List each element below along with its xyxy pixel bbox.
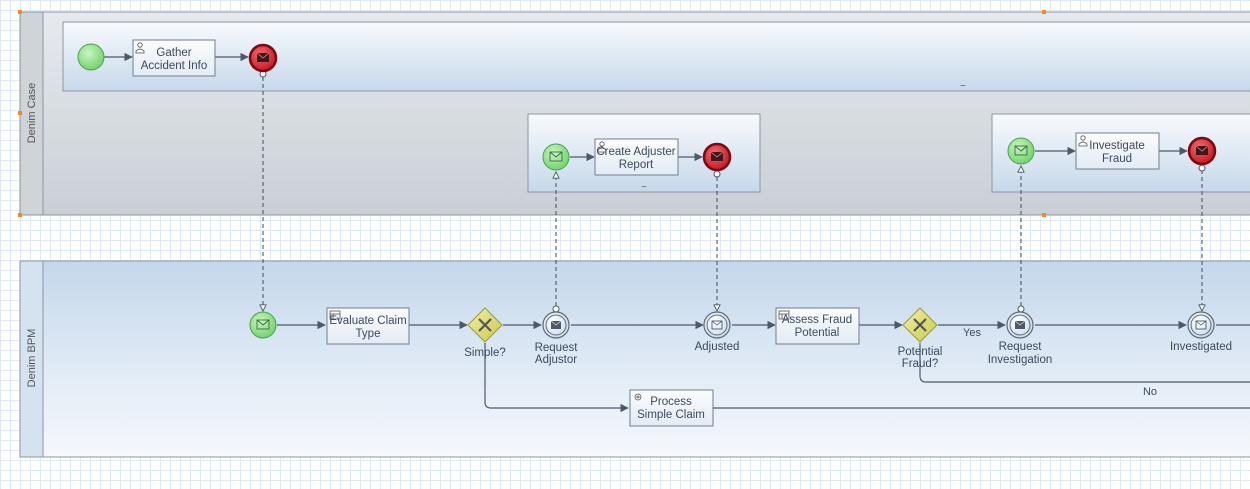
- task-label-line1: Investigate: [1089, 140, 1145, 152]
- event-label-line2: Adjustor: [535, 354, 577, 366]
- intermediate-event-investigated[interactable]: Investigated: [1170, 311, 1232, 353]
- start-event[interactable]: [77, 43, 105, 71]
- adhoc-marker: ~: [641, 182, 647, 193]
- intermediate-event-request-investigation[interactable]: Request Investigation: [988, 311, 1053, 366]
- envelope-icon: [256, 52, 270, 62]
- gateway-potential-fraud[interactable]: Potential Fraud?: [898, 307, 943, 370]
- task-assess-fraud-potential[interactable]: Assess Fraud Potential: [775, 307, 860, 345]
- selection-handles[interactable]: [18, 10, 1046, 217]
- gateway-label: Simple?: [464, 347, 506, 359]
- sequence-flows-bpm[interactable]: [277, 320, 1250, 413]
- task-label-line2: Simple Claim: [637, 409, 705, 421]
- gateway-simple[interactable]: Simple?: [464, 307, 506, 359]
- end-message-event-fraud[interactable]: [1187, 136, 1217, 166]
- adhoc-marker: ~: [960, 81, 966, 92]
- pool-label-case: Denim Case: [26, 83, 38, 144]
- task-label-line1: Process: [650, 396, 692, 408]
- task-label-line2: Accident Info: [141, 60, 207, 72]
- business-rule-icon: [329, 310, 341, 320]
- envelope-icon: [1014, 145, 1028, 156]
- event-label-line1: Request: [535, 342, 579, 354]
- business-rule-icon: [778, 310, 790, 320]
- task-investigate-fraud[interactable]: Investigate Fraud: [1075, 132, 1160, 170]
- envelope-icon: [710, 151, 724, 161]
- intermediate-event-request-adjustor[interactable]: Request Adjustor: [535, 311, 579, 366]
- envelope-icon: [550, 320, 562, 329]
- task-create-adjuster-report[interactable]: Create Adjuster Report: [594, 138, 679, 176]
- start-message-event-fraud[interactable]: [1007, 137, 1035, 165]
- envelope-icon: [549, 151, 563, 162]
- exclusive-x-icon: [913, 318, 927, 332]
- message-flows[interactable]: [263, 77, 1202, 311]
- task-label-line1: Create Adjuster: [596, 146, 675, 158]
- intermediate-event-adjusted[interactable]: Adjusted: [695, 311, 740, 353]
- user-task-icon: [597, 141, 607, 153]
- exclusive-x-icon: [478, 318, 492, 332]
- task-process-simple-claim[interactable]: Process Simple Claim: [629, 389, 714, 427]
- pool-label-bpm: Denim BPM: [26, 329, 38, 388]
- flow-label-no: No: [1143, 386, 1157, 398]
- gateway-label-line1: Potential: [898, 346, 943, 358]
- event-label-line2: Investigation: [988, 354, 1053, 366]
- user-task-icon: [135, 42, 145, 54]
- service-task-gear-icon: [634, 393, 642, 401]
- task-label-line2: Potential: [795, 327, 840, 339]
- task-label-line2: Fraud: [1102, 153, 1132, 165]
- task-gather-accident-info[interactable]: Gather Accident Info: [132, 39, 216, 77]
- envelope-icon: [256, 319, 270, 330]
- envelope-icon: [1195, 320, 1207, 330]
- task-label-line2: Report: [619, 159, 654, 171]
- envelope-icon: [1014, 320, 1026, 329]
- event-label: Investigated: [1170, 341, 1232, 353]
- end-message-event-adjuster[interactable]: [702, 142, 732, 172]
- task-label-line1: Evaluate Claim: [329, 315, 406, 327]
- envelope-icon: [1195, 145, 1209, 155]
- start-message-event-adjuster[interactable]: [542, 143, 570, 171]
- task-label-line1: Gather: [156, 47, 191, 59]
- task-evaluate-claim-type[interactable]: Evaluate Claim Type: [326, 307, 410, 345]
- flow-label-yes: Yes: [963, 327, 981, 339]
- task-label-line2: Type: [356, 328, 381, 340]
- envelope-icon: [711, 320, 723, 330]
- sequence-flows-case[interactable]: [104, 52, 1188, 162]
- task-label-line1: Assess Fraud: [782, 314, 852, 326]
- pool-denim-bpm[interactable]: Denim BPM: [19, 260, 1250, 458]
- gateway-label-line2: Fraud?: [902, 358, 938, 370]
- event-label: Adjusted: [695, 341, 740, 353]
- end-message-event[interactable]: [248, 43, 278, 73]
- event-label-line1: Request: [999, 341, 1043, 353]
- user-task-icon: [1078, 135, 1088, 147]
- start-message-event-bpm[interactable]: [249, 311, 277, 339]
